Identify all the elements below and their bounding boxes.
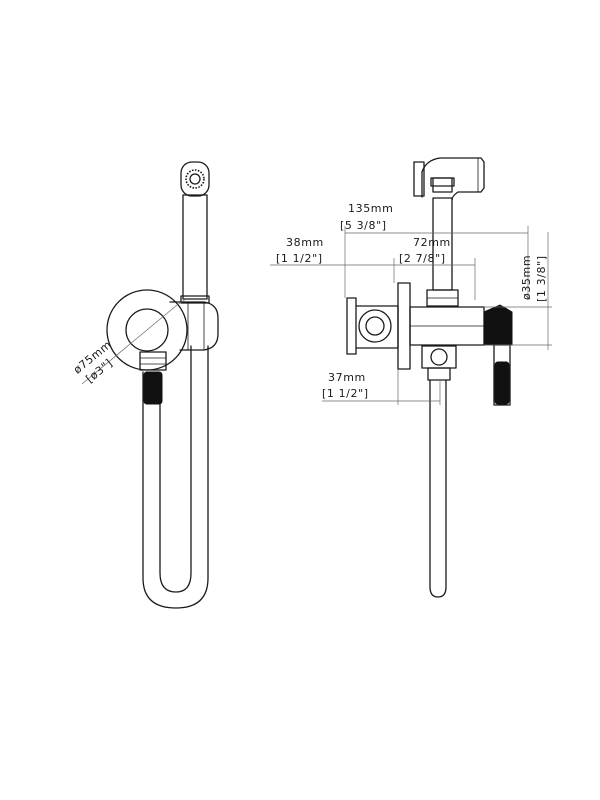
dimension-135-imperial: [5 3/8"] <box>340 219 387 232</box>
dimension-37: 37mm [1 1/2"] <box>322 369 441 405</box>
side-hose <box>429 379 447 598</box>
wall-flange <box>397 282 411 370</box>
dimension-37-imperial: [1 1/2"] <box>322 387 369 400</box>
dimension-135: 135mm [5 3/8"] <box>340 202 529 300</box>
side-spray-head <box>413 157 485 291</box>
front-hose-connector <box>139 351 167 405</box>
dimension-72: 72mm [2 7/8"] <box>394 236 476 300</box>
dimension-72-metric: 72mm <box>413 236 451 249</box>
valve-body <box>409 306 485 346</box>
dimension-35: ø35mm [1 3/8"] <box>484 232 552 350</box>
front-view: ø75mm [ø3"] <box>71 161 219 609</box>
dimension-38-imperial: [1 1/2"] <box>276 252 323 265</box>
side-view: 135mm [5 3/8"] 38mm [1 1/2"] 72mm [2 7/8… <box>270 157 552 598</box>
dimension-135-metric: 135mm <box>348 202 393 215</box>
front-spray-head <box>180 161 210 304</box>
dimension-72-imperial: [2 7/8"] <box>399 252 446 265</box>
front-hose <box>142 345 209 609</box>
side-hose-connector <box>421 345 457 381</box>
rear-mounting-bracket <box>346 297 399 355</box>
spray-nozzle-face <box>185 169 205 189</box>
dimension-37-metric: 37mm <box>328 371 366 384</box>
dimension-35-metric: ø35mm <box>520 255 533 300</box>
dimension-35-imperial: [1 3/8"] <box>535 255 548 302</box>
lever-handle <box>483 304 513 406</box>
dimension-38: 38mm [1 1/2"] <box>270 236 395 283</box>
valve-body-circle <box>125 308 169 352</box>
dimension-38-metric: 38mm <box>286 236 324 249</box>
plate-diameter-dimension: ø75mm [ø3"] <box>71 298 187 386</box>
front-holder-bracket <box>169 301 219 351</box>
